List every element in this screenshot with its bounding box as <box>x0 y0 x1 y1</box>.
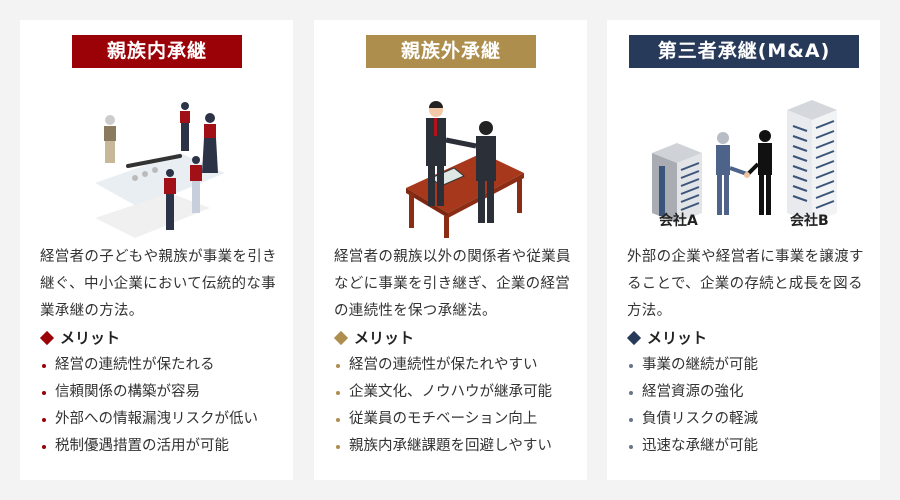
bullet-icon <box>42 363 46 368</box>
card-title: 親族外承継 <box>366 35 536 68</box>
list-item: 事業の継続が可能 <box>625 352 758 379</box>
bullet-icon <box>629 363 633 368</box>
list-item: 迅速な承継が可能 <box>625 433 758 460</box>
family-gathering-illustration-icon <box>95 102 225 238</box>
list-item: 負債リスクの軽減 <box>625 406 758 433</box>
merit-list: 経営の連続性が保たれる 信頼関係の構築が容易 外部への情報漏洩リスクが低い 税制… <box>38 352 258 460</box>
list-item: 従業員のモチベーション向上 <box>332 406 552 433</box>
merit-label: メリット <box>60 329 121 347</box>
bullet-icon <box>42 444 46 449</box>
bullet-icon <box>336 390 340 395</box>
bullet-icon <box>629 444 633 449</box>
card-non-family-succession: 親族外承継 経営者の親族以外の関係者や従業員などに事業を引き継ぎ、企業の経営の連… <box>314 20 587 480</box>
merit-label: メリット <box>647 329 708 347</box>
bullet-icon <box>336 444 340 449</box>
card-title: 親族内承継 <box>72 35 242 68</box>
bullet-icon <box>42 390 46 395</box>
card-description: 経営者の親族以外の関係者や従業員などに事業を引き継ぎ、企業の経営の連続性を保つ承… <box>334 249 571 319</box>
merit-list: 事業の継続が可能 経営資源の強化 負債リスクの軽減 迅速な承継が可能 <box>625 352 758 460</box>
list-item: 税制優遇措置の活用が可能 <box>38 433 258 460</box>
list-item: 経営の連続性が保たれやすい <box>332 352 552 379</box>
list-item: 経営資源の強化 <box>625 379 758 406</box>
company-a-label: 会社A <box>659 213 698 229</box>
diamond-icon <box>626 330 642 345</box>
bullet-icon <box>336 363 340 368</box>
handshake-desk-illustration-icon <box>406 101 524 238</box>
companies-handshake-illustration-icon <box>652 100 837 223</box>
diamond-icon <box>39 330 55 345</box>
card-third-party-succession: 第三者承継(M&A) 会社A 会社B <box>607 20 880 480</box>
merit-heading: メリット <box>626 327 708 348</box>
bullet-icon <box>42 417 46 422</box>
list-item: 親族内承継課題を回避しやすい <box>332 433 552 460</box>
list-item: 外部への情報漏洩リスクが低い <box>38 406 258 433</box>
company-b-label: 会社B <box>790 213 829 229</box>
bullet-icon <box>629 417 633 422</box>
bullet-icon <box>336 417 340 422</box>
list-item: 企業文化、ノウハウが継承可能 <box>332 379 552 406</box>
card-title: 第三者承継(M&A) <box>629 35 859 68</box>
card-description: 外部の企業や経営者に事業を譲渡することで、企業の存続と成長を図る方法。 <box>627 249 864 319</box>
card-family-succession: 親族内承継 経営者の子どもや親族が事業を引き継ぐ、中小企業において伝統的な事業承… <box>20 20 293 480</box>
merit-heading: メリット <box>333 327 415 348</box>
merit-heading: メリット <box>39 327 121 348</box>
list-item: 経営の連続性が保たれる <box>38 352 258 379</box>
card-description: 経営者の子どもや親族が事業を引き継ぐ、中小企業において伝統的な事業承継の方法。 <box>40 249 277 319</box>
diamond-icon <box>333 330 349 345</box>
merit-label: メリット <box>354 329 415 347</box>
bullet-icon <box>629 390 633 395</box>
list-item: 信頼関係の構築が容易 <box>38 379 258 406</box>
merit-list: 経営の連続性が保たれやすい 企業文化、ノウハウが継承可能 従業員のモチベーション… <box>332 352 552 460</box>
